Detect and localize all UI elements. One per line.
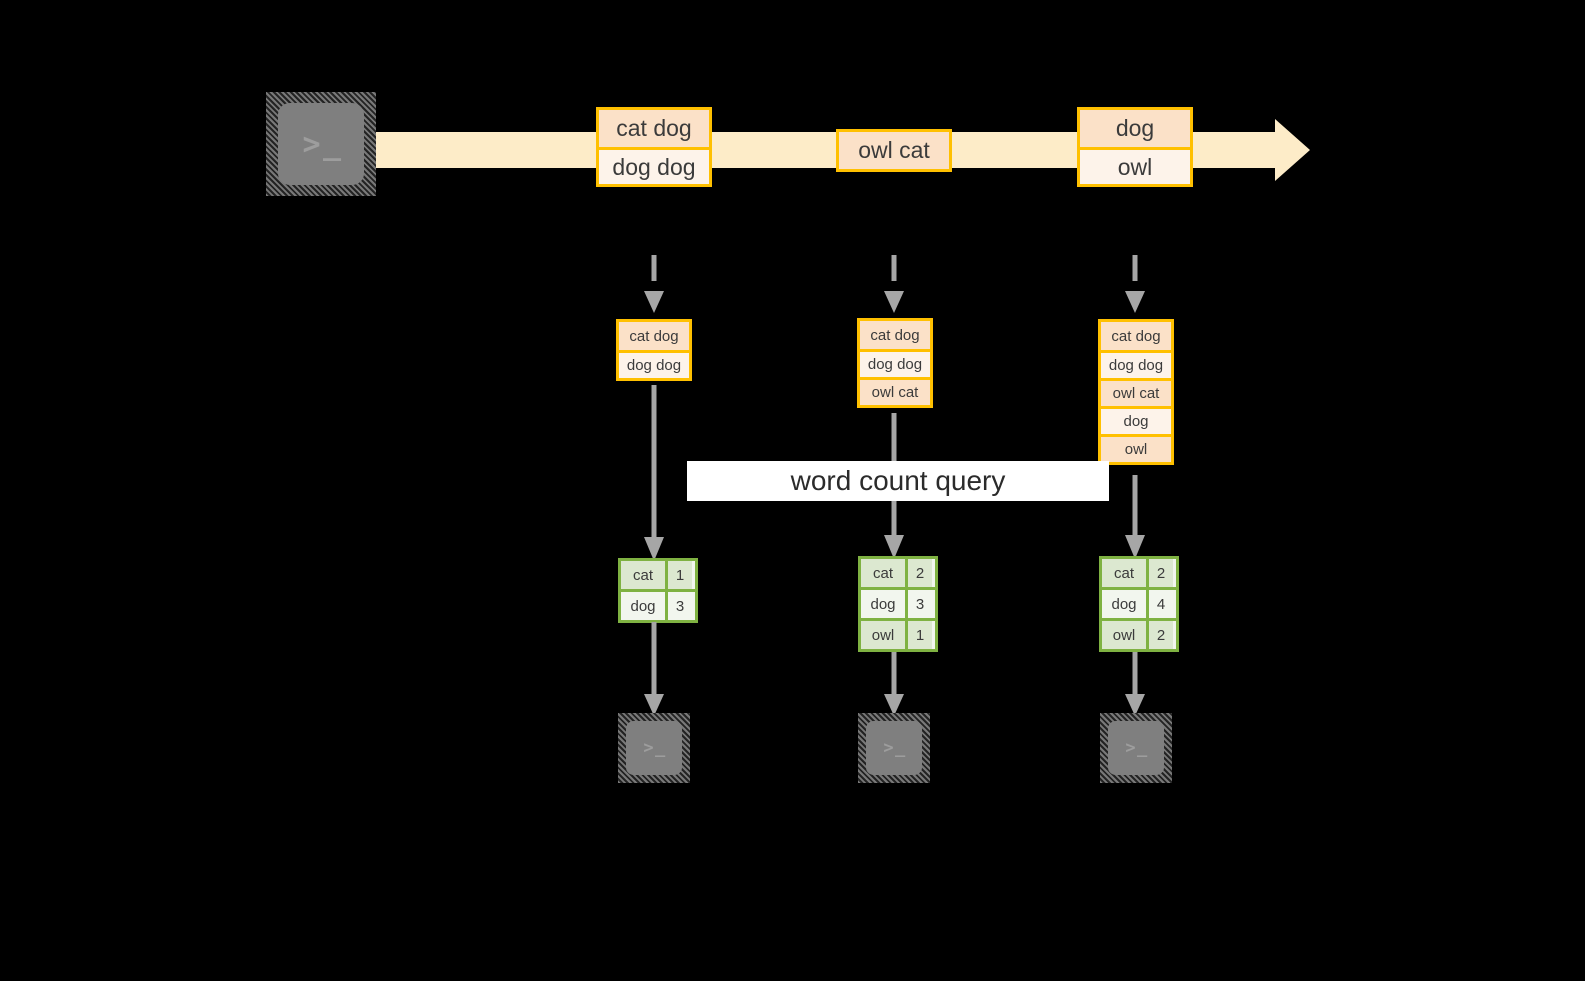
terminal-screen [278,103,364,185]
input-line: dog dog [619,350,689,378]
terminal-screen [865,720,923,776]
query-arrow-3 [1125,475,1145,559]
word-cell: cat [621,561,665,589]
input-line: dog dog [860,349,930,377]
input-line: dog dog [1101,350,1171,378]
stream-record-1: cat dog dog dog [596,107,712,187]
record-line: owl [1080,147,1190,184]
snapshot-2-sink-terminal-icon[interactable]: >_ [858,713,930,783]
table-row: owl 2 [1102,618,1176,649]
record-line: owl cat [839,132,949,169]
word-cell: dog [621,592,665,620]
count-cell: 2 [1146,621,1173,649]
table-row: owl 1 [861,618,935,649]
snapshot-1-input-stack: cat dog dog dog [616,319,692,381]
count-cell: 2 [1146,559,1173,587]
record-line: cat dog [599,110,709,147]
word-cell: owl [1102,621,1146,649]
count-cell: 1 [665,561,692,589]
stream-record-2: owl cat [836,129,952,172]
word-cell: dog [1102,590,1146,618]
query-arrow-1 [644,385,664,561]
table-row: cat 2 [1102,559,1176,587]
input-line: owl cat [860,377,930,405]
table-row: dog 4 [1102,587,1176,618]
ingest-arrow-1 [644,255,664,313]
input-line: dog [1101,406,1171,434]
terminal-screen [1107,720,1165,776]
sink-arrow-2 [884,652,904,716]
query-label-text: word count query [790,465,1006,496]
table-row: cat 1 [621,561,695,589]
word-cell: owl [861,621,905,649]
input-line: owl cat [1101,378,1171,406]
record-line: dog [1080,110,1190,147]
word-cell: dog [861,590,905,618]
table-row: dog 3 [621,589,695,620]
sink-arrow-1 [644,622,664,716]
count-cell: 2 [905,559,932,587]
input-line: cat dog [619,322,689,350]
count-cell: 3 [665,592,692,620]
snapshot-2-result-table: cat 2 dog 3 owl 1 [858,556,938,652]
sink-arrow-3 [1125,652,1145,716]
count-cell: 3 [905,590,932,618]
snapshot-3-sink-terminal-icon[interactable]: >_ [1100,713,1172,783]
count-cell: 4 [1146,590,1173,618]
query-label-banner: word count query [687,461,1109,501]
ingest-arrow-2 [884,255,904,313]
source-terminal-icon[interactable]: >_ [266,92,376,196]
snapshot-3-input-stack: cat dog dog dog owl cat dog owl [1098,319,1174,465]
table-row: dog 3 [861,587,935,618]
snapshot-1-sink-terminal-icon[interactable]: >_ [618,713,690,783]
snapshot-3-result-table: cat 2 dog 4 owl 2 [1099,556,1179,652]
record-line: dog dog [599,147,709,184]
count-cell: 1 [905,621,932,649]
word-cell: cat [861,559,905,587]
terminal-prompt-glyph: >_ [643,738,667,758]
table-row: cat 2 [861,559,935,587]
input-line: owl [1101,434,1171,462]
stream-record-3: dog owl [1077,107,1193,187]
input-line: cat dog [860,321,930,349]
terminal-prompt-glyph: >_ [1125,738,1149,758]
word-cell: cat [1102,559,1146,587]
terminal-prompt-glyph: >_ [302,126,344,162]
snapshot-1-result-table: cat 1 dog 3 [618,558,698,623]
snapshot-2-input-stack: cat dog dog dog owl cat [857,318,933,408]
input-line: cat dog [1101,322,1171,350]
ingest-arrow-3 [1125,255,1145,313]
terminal-prompt-glyph: >_ [883,738,907,758]
terminal-screen [625,720,683,776]
